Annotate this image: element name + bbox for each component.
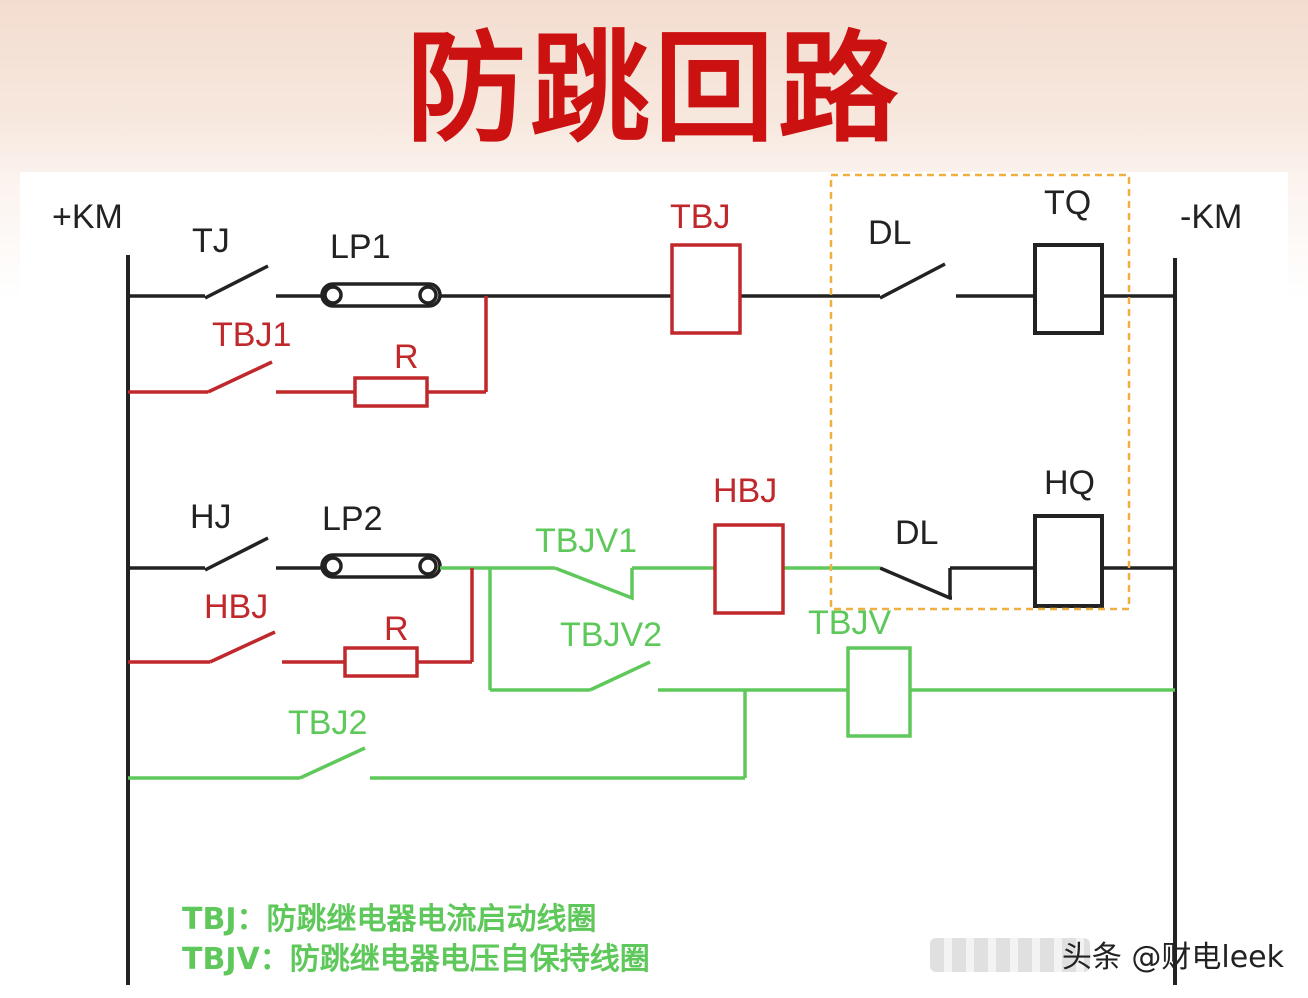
dl-contact-bottom xyxy=(879,566,1035,600)
tj-contact xyxy=(204,264,269,300)
hj-contact xyxy=(204,536,269,572)
anti-trip-wiring xyxy=(128,566,1175,780)
tbjv2-contact xyxy=(589,660,651,692)
hq-coil xyxy=(1033,514,1104,608)
close-branch xyxy=(128,536,1175,579)
label-r1: R xyxy=(394,338,419,376)
label-tbj1: TBJ1 xyxy=(212,316,291,354)
label-hbj-contact: HBJ xyxy=(204,588,268,626)
resistor-r1 xyxy=(353,376,429,408)
label-pos-bus: +KM xyxy=(52,198,123,236)
label-tbjv: TBJV xyxy=(808,604,891,642)
label-tbj: TBJ xyxy=(670,198,730,236)
resistor-r2 xyxy=(343,646,419,678)
tq-coil xyxy=(1033,243,1104,335)
trip-branch xyxy=(128,262,1175,308)
label-tbjv1: TBJV1 xyxy=(535,522,637,560)
label-tq: TQ xyxy=(1044,184,1091,222)
legend-line-tbj: TBJ：防跳继电器电流启动线圈 xyxy=(182,902,597,937)
page-title: 防跳回路 xyxy=(406,20,902,159)
lp1-link xyxy=(320,282,442,308)
breaker-aux-highlight-box xyxy=(829,173,1131,611)
legend: TBJ：防跳继电器电流启动线圈 TBJV：防跳继电器电压自保持线圈 xyxy=(182,900,650,980)
label-hj: HJ xyxy=(190,498,232,536)
hbj-branch xyxy=(128,568,474,678)
diagram-panel xyxy=(20,172,1288,998)
lp2-link xyxy=(320,553,442,579)
legend-line-tbjv: TBJV：防跳继电器电压自保持线圈 xyxy=(182,942,650,977)
label-hq: HQ xyxy=(1044,464,1095,502)
label-hbj-coil: HBJ xyxy=(713,472,777,510)
hbj-contact xyxy=(209,630,276,664)
tbj-coil xyxy=(670,243,742,335)
watermark: 头条 @财电leek xyxy=(1061,940,1284,975)
label-dl-top: DL xyxy=(868,214,911,252)
label-r2: R xyxy=(384,610,409,648)
label-tbj2: TBJ2 xyxy=(288,704,367,742)
tbj1-branch xyxy=(128,296,488,408)
label-dl-bottom: DL xyxy=(895,514,938,552)
label-tbjv2: TBJV2 xyxy=(560,616,662,654)
hbj-coil xyxy=(713,523,785,615)
tbj1-contact xyxy=(207,360,273,394)
tbjv-coil xyxy=(846,646,912,738)
tbj2-contact xyxy=(299,746,366,780)
label-lp2: LP2 xyxy=(322,500,383,538)
tbjv1-contact xyxy=(554,566,634,601)
label-tj: TJ xyxy=(192,222,230,260)
label-lp1: LP1 xyxy=(330,228,391,266)
label-neg-bus: -KM xyxy=(1180,198,1242,236)
watermark-blur xyxy=(930,938,1090,972)
dl-contact-top xyxy=(879,262,946,300)
